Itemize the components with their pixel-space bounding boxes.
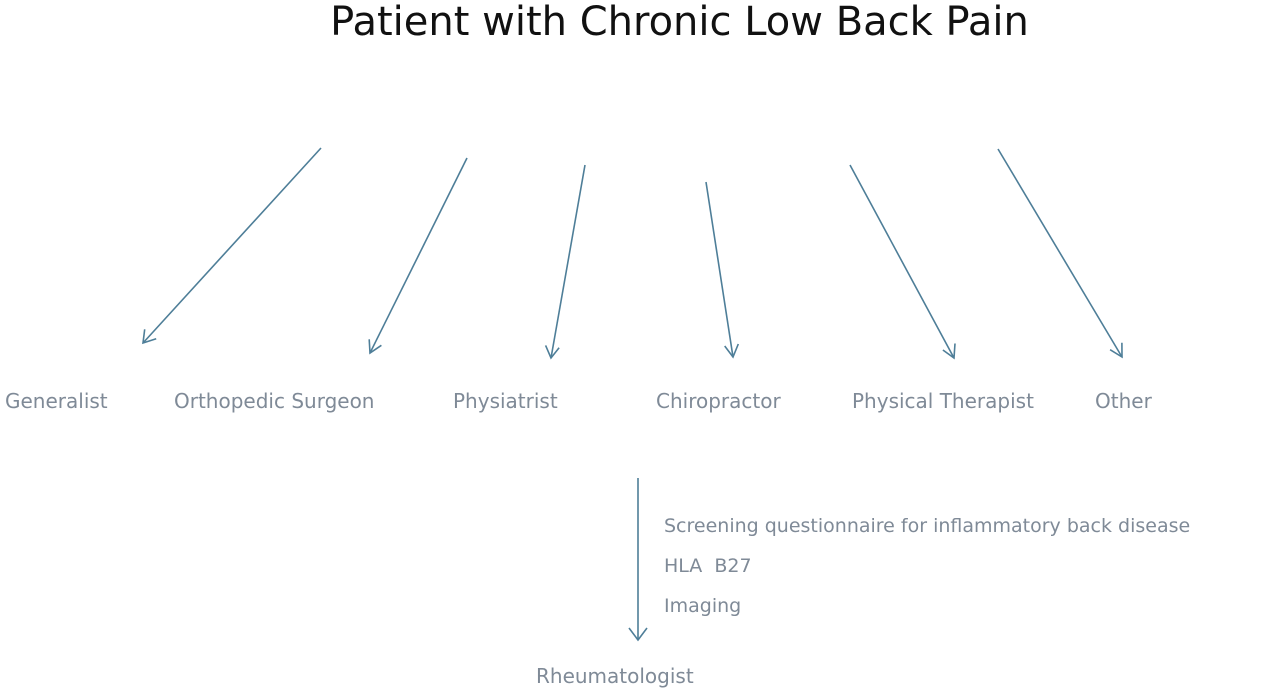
arrow-to-generalist xyxy=(142,147,322,345)
arrow-to-other xyxy=(997,148,1123,359)
provider-orthopedic-surgeon: Orthopedic Surgeon xyxy=(174,389,375,413)
arrow-to-rheumatologist xyxy=(628,478,648,642)
arrow-to-chiropractor xyxy=(705,181,740,359)
criterion-screening-questionnaire: Screening questionnaire for inflammatory… xyxy=(664,515,1191,537)
arrow-to-orthopedic-surgeon xyxy=(368,157,468,355)
provider-chiropractor: Chiropractor xyxy=(656,389,781,413)
provider-physiatrist: Physiatrist xyxy=(453,389,558,413)
arrow-to-physiatrist xyxy=(544,164,586,360)
arrow-to-physical-therapist xyxy=(849,164,956,360)
diagram-title: Patient with Chronic Low Back Pain xyxy=(330,0,1029,45)
screening-criteria-list: Screening questionnaire for inflammatory… xyxy=(664,506,1190,626)
provider-generalist: Generalist xyxy=(5,389,108,413)
criterion-hla-b27: HLA B27 xyxy=(664,555,752,577)
provider-physical-therapist: Physical Therapist xyxy=(852,389,1034,413)
provider-other: Other xyxy=(1095,389,1152,413)
criterion-imaging: Imaging xyxy=(664,595,742,617)
destination-rheumatologist: Rheumatologist xyxy=(536,664,694,688)
